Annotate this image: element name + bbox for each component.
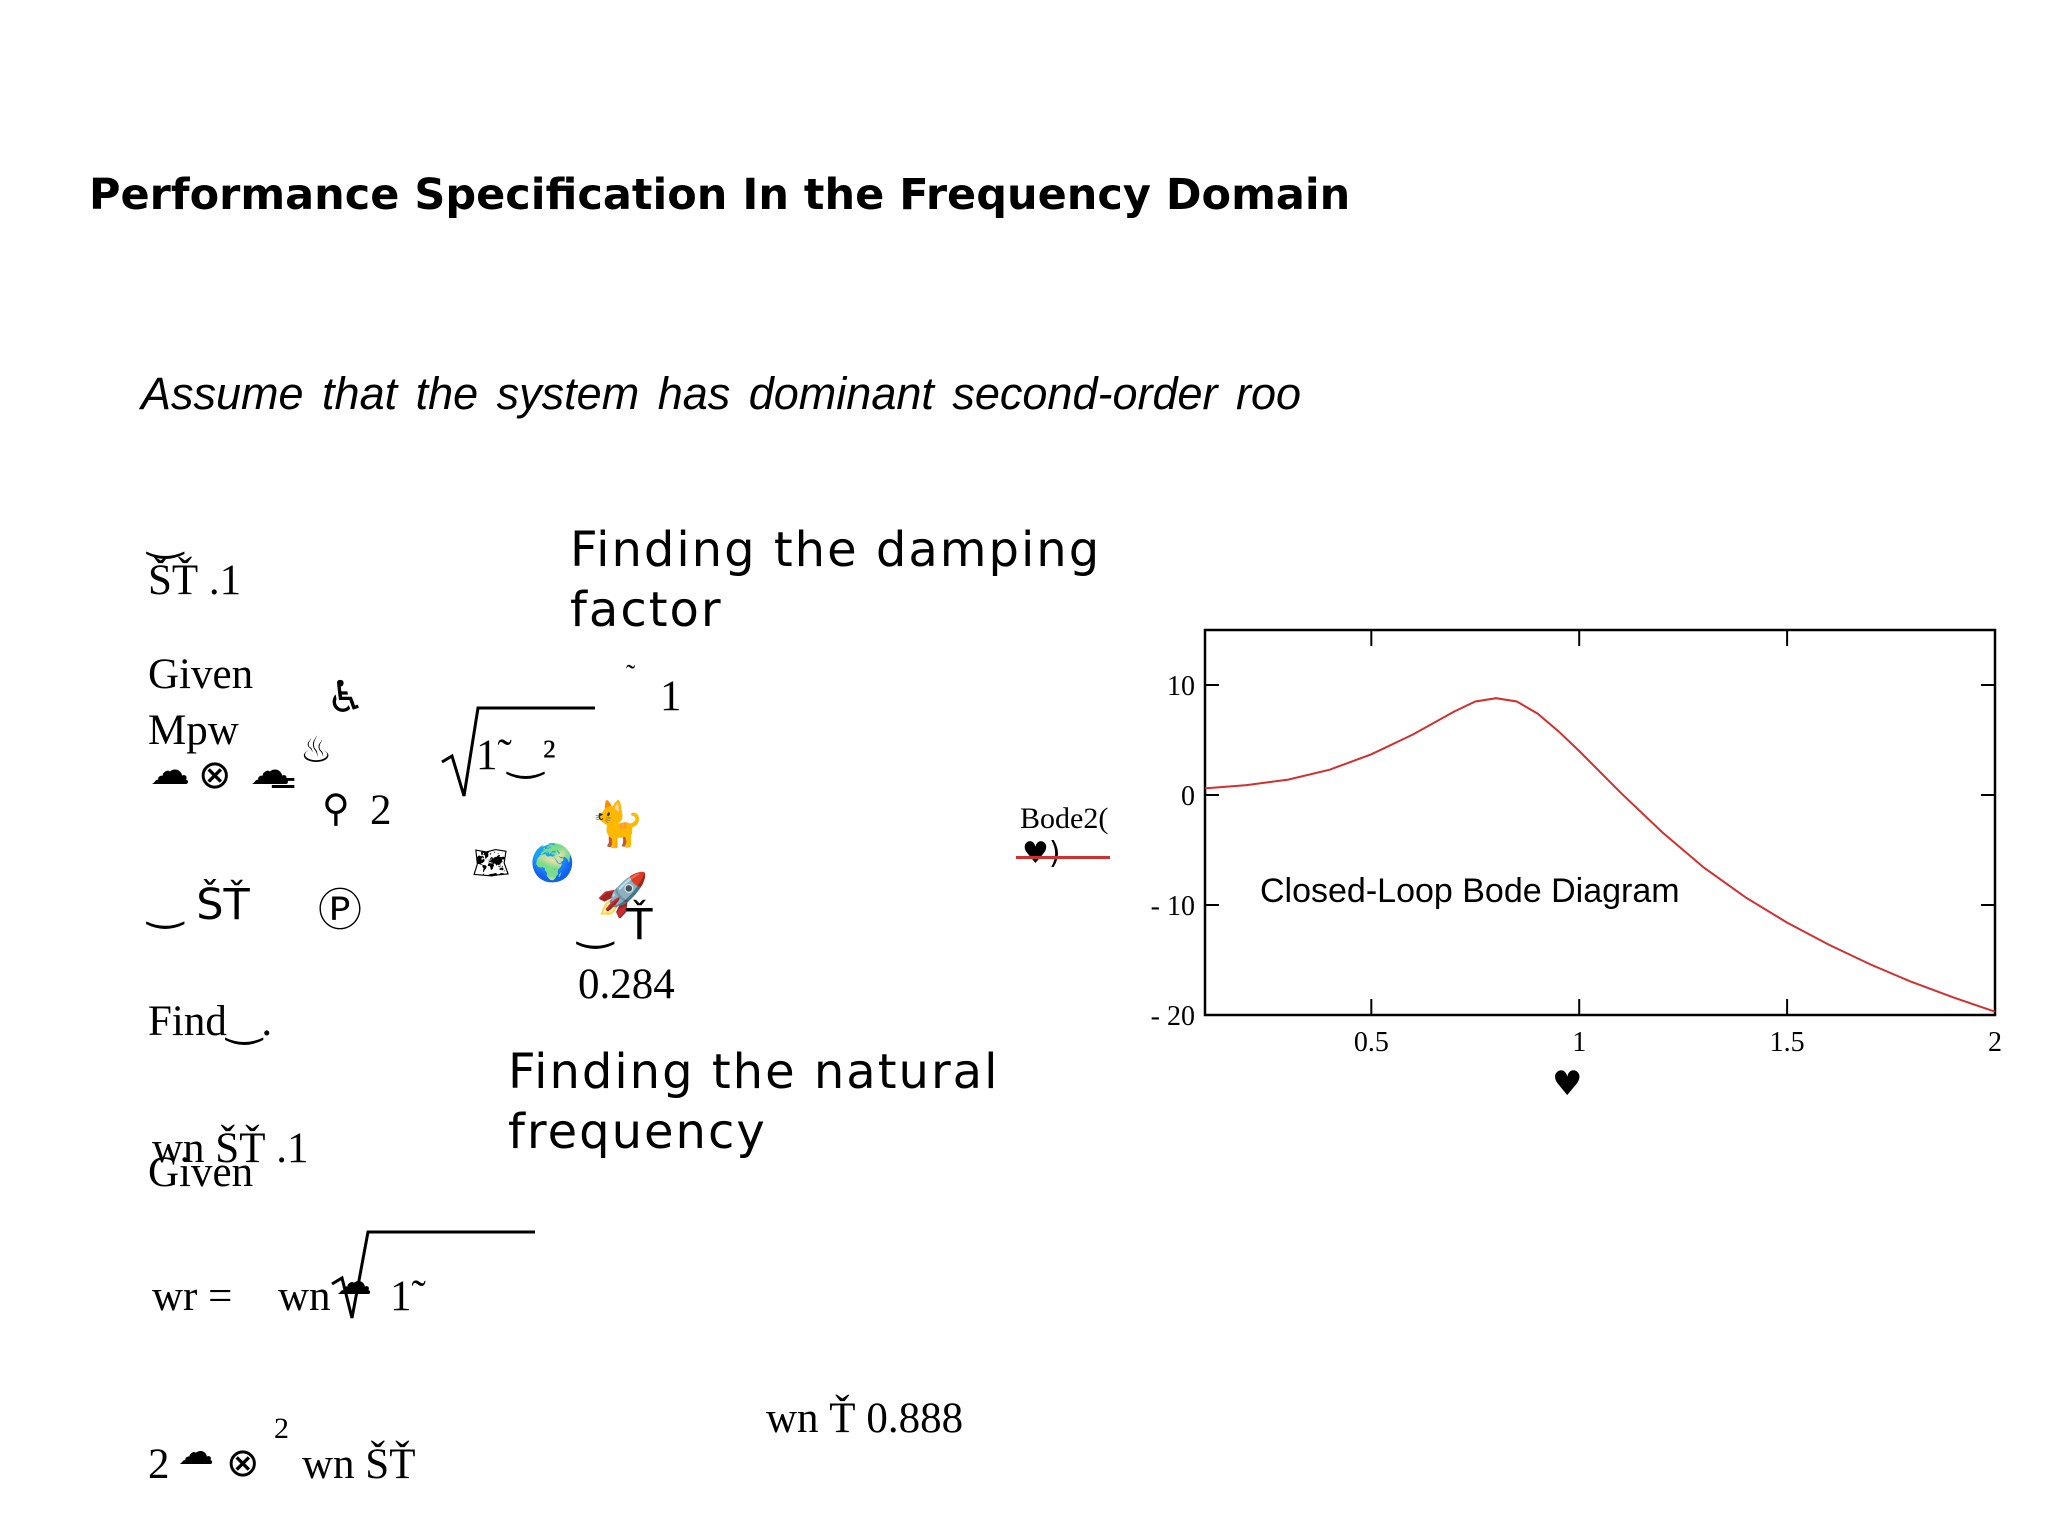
tilde-mark: ˜ [626, 660, 636, 691]
wr-sqrt-expr: 1̃ [390, 1273, 412, 1320]
cat-icon: 🐈 [590, 799, 645, 850]
x-tick-label: 1.5 [1770, 1027, 1805, 1058]
bell-icon: ♨ [300, 730, 333, 771]
given-label-2: Given [148, 1149, 254, 1196]
circled-p-icon: Ⓟ [318, 885, 362, 936]
y-tick-label: - 20 [1151, 1001, 1195, 1032]
sqrt-expression: 1̃ ‿² [476, 732, 556, 779]
eq-row-superscript: 2 [274, 1412, 289, 1445]
bode-chart: 0.5 1 1.5 2 10 0 - 10 - 20 Closed-Loop Bode Dia… [1151, 628, 2002, 1058]
eq-row-lead: 2 [148, 1441, 170, 1488]
assumption-text: Assume that the system has dominant seco… [141, 368, 1302, 419]
cloud-icon: ☁ [336, 1262, 372, 1303]
rocket-icon: 🚀 [596, 870, 649, 919]
cloud-icon: ☁ [250, 748, 290, 794]
rhs-one: 1 [660, 673, 682, 720]
x-tick-label: 1 [1572, 1027, 1586, 1058]
sqrt-sign-2 [331, 1230, 535, 1319]
pushpin-icon: ⚲ [322, 786, 350, 830]
x-tick-label: 0.5 [1354, 1027, 1389, 1058]
y-tick-label: - 10 [1151, 891, 1195, 922]
wheelchair-icon: ♿ [326, 672, 366, 723]
world-map-icon: 🌍 [530, 843, 575, 884]
plot-frame [1203, 628, 1997, 1017]
find-zeta: Find‿. [148, 998, 273, 1045]
wr-rhs: wn [278, 1273, 331, 1320]
y-tick-label: 10 [1167, 671, 1195, 702]
x-tick-label: 2 [1988, 1027, 2002, 1058]
zeta-symbol: ‿ [148, 512, 183, 559]
mpw-rhs: 2 [370, 787, 392, 834]
series-line [1204, 697, 1996, 1013]
zeta-result-symbol: ‿ Ť [578, 900, 653, 950]
legend-swatch [1016, 856, 1110, 859]
eq-row-wn: wn ŠŤ [302, 1441, 416, 1488]
mpw-label: Mpw [148, 707, 239, 754]
bode-arg: ♥) [1022, 836, 1061, 871]
x-axis-label: ♥ [1552, 1064, 1583, 1104]
given-label-1: Given [148, 651, 254, 698]
world-map-icon: 🗺 [472, 846, 511, 881]
natural-heading: Finding the natural frequency [508, 1044, 1000, 1160]
chart-title-line1: Closed-Loop Bode Diagram [1260, 872, 1680, 910]
cloud-icon: ☁ [150, 748, 190, 794]
solve-row: ‿ ŠŤ [148, 880, 250, 930]
zeta-result-value: 0.284 [578, 961, 675, 1008]
damping-heading: Finding the damping factor [570, 522, 1102, 638]
y-tick-label: 0 [1181, 781, 1195, 812]
circled-times-icon: ⊗ [226, 1440, 260, 1486]
wr-lhs: wr = [152, 1273, 233, 1320]
zeta-initial: ŠŤ .1 [148, 557, 242, 604]
cloud-icon: ☁ [178, 1432, 214, 1473]
page-title: Performance Specification In the Frequen… [89, 170, 1351, 220]
bode-label: Bode2( [1020, 802, 1109, 835]
wn-initial: wn ŠŤ .1 [152, 1125, 309, 1172]
circled-times-icon: ⊗ [198, 752, 232, 798]
wn-result: wn Ť 0.888 [766, 1395, 964, 1442]
equals-icon: = [268, 762, 299, 803]
sqrt-sign [441, 706, 595, 797]
